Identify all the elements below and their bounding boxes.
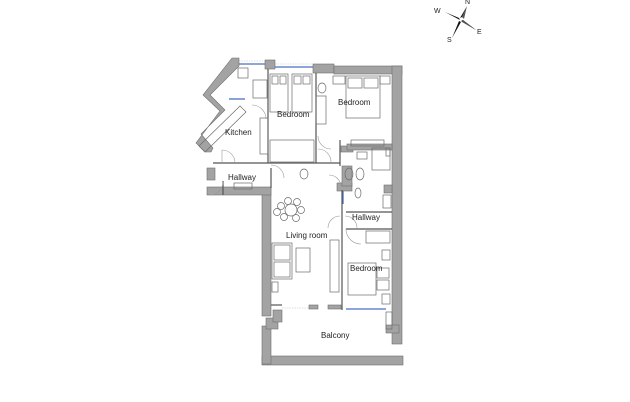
compass-south-label: S [447, 37, 452, 44]
compass-west-label: W [434, 8, 441, 15]
room-label-kitchen: Kitchen [225, 128, 252, 137]
compass-east-label: E [477, 29, 482, 36]
walls [195, 57, 404, 366]
room-label-hallway-1: Hallway [228, 173, 257, 182]
furniture [198, 67, 393, 330]
compass-north-label: N [465, 0, 471, 6]
compass-rose-icon [445, 6, 476, 38]
windows [229, 63, 386, 310]
room-label-bedroom-1: Bedroom [277, 110, 310, 119]
room-label-hallway-2: Hallway [352, 213, 381, 222]
room-label-bedroom-2: Bedroom [338, 98, 371, 107]
room-label-living-room: Living room [286, 231, 328, 240]
room-label-bedroom-3: Bedroom [350, 264, 383, 273]
doors [209, 104, 362, 245]
room-label-balcony: Balcony [321, 331, 350, 340]
